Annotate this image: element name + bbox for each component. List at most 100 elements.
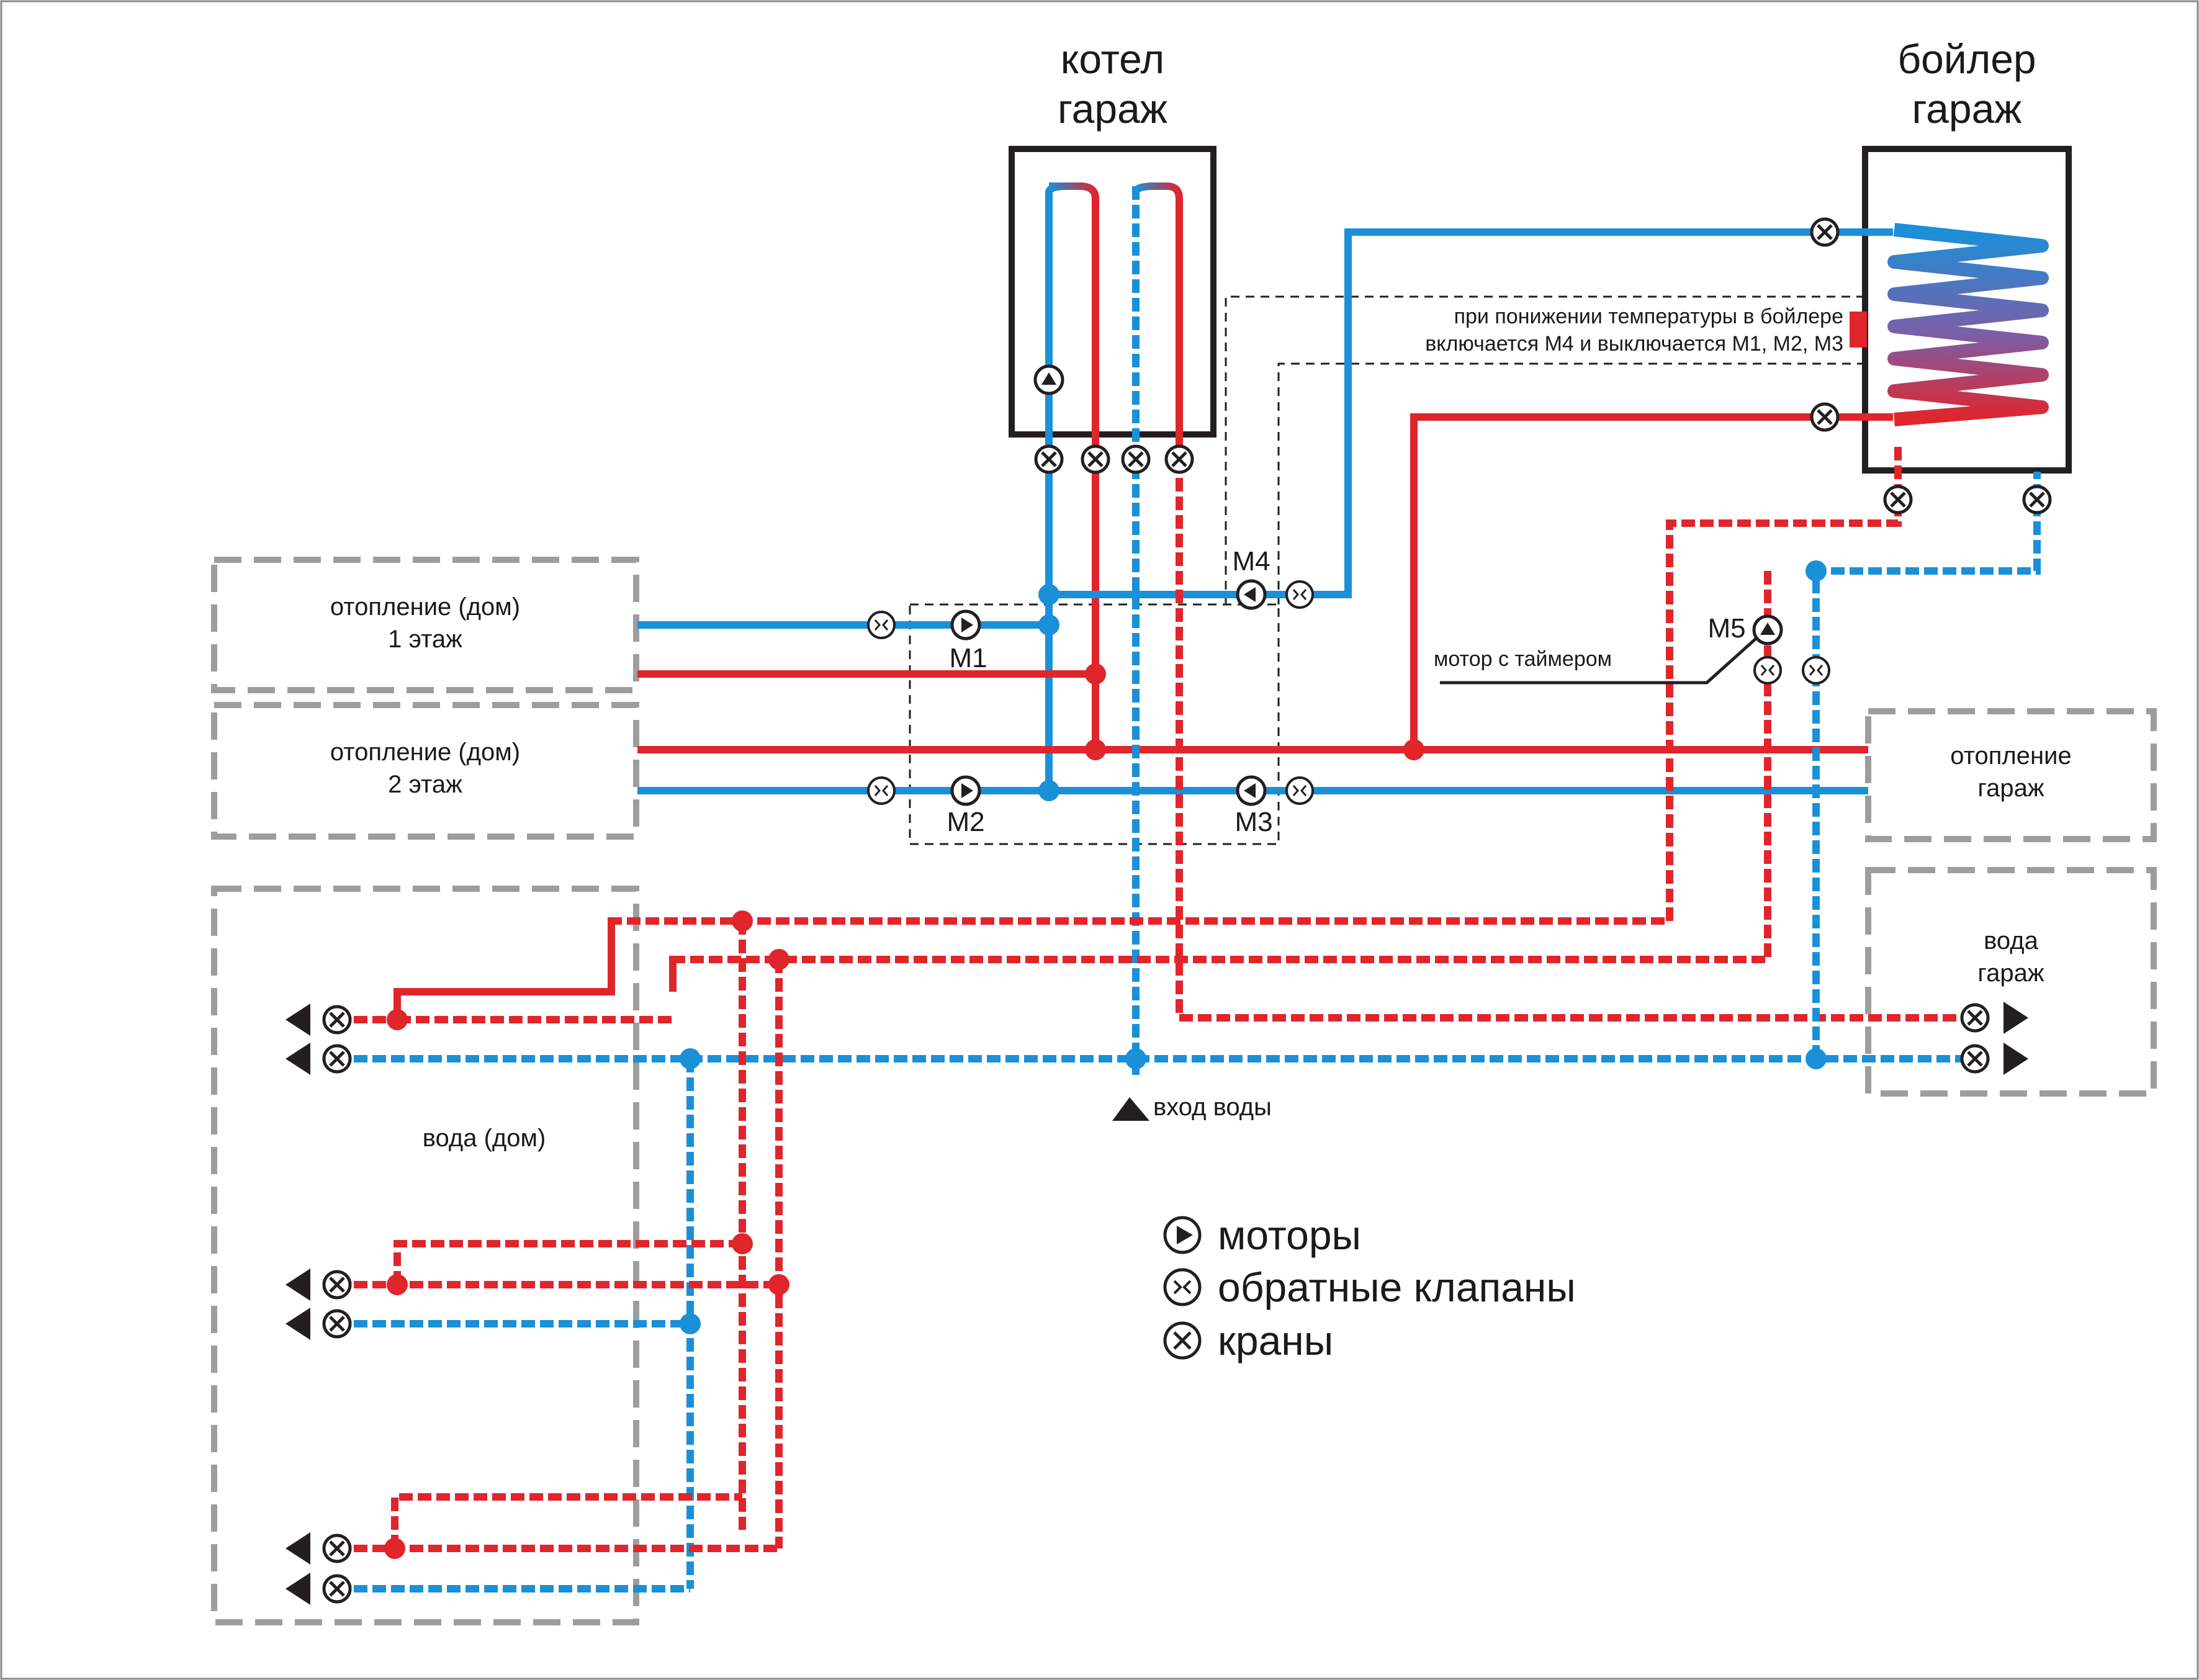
- valve-icon[interactable]: [322, 1309, 352, 1339]
- junction-dot: [387, 1274, 408, 1295]
- motor-icon[interactable]: [1752, 614, 1783, 645]
- motor-icon: [1163, 1216, 1202, 1254]
- junction-dot: [1038, 584, 1059, 605]
- hot-water-garage-line: [1176, 459, 1974, 1022]
- motor-m4-label: М4: [1232, 546, 1270, 577]
- junction-dot: [768, 1274, 789, 1295]
- zone-box-garage-water: [1865, 867, 2157, 1097]
- valves: [322, 217, 2052, 1604]
- tap3-hot-link: [391, 1493, 742, 1548]
- valve-icon[interactable]: [322, 1574, 352, 1604]
- check-valves: [867, 580, 1830, 805]
- valve-icon[interactable]: [322, 1005, 352, 1035]
- motor-icon[interactable]: [1033, 364, 1064, 395]
- tap-outlet-icon: [2003, 1002, 2028, 1034]
- zone-boxes: [211, 557, 2157, 1625]
- check-valve-icon: [1285, 776, 1314, 805]
- boiler-temp-note-line2: включается М4 и выключается М1, М2, М3: [1425, 332, 1843, 356]
- sensor-line-inner: [1277, 362, 1869, 604]
- junction-dot: [384, 1538, 405, 1559]
- zone-floor2-label: отопление (дом) 2 этаж: [217, 736, 633, 801]
- zone-floor1-line2: 1 этаж: [388, 626, 462, 653]
- zone-floor2-line2: 2 этаж: [388, 771, 462, 798]
- motor-m5-label: М5: [1707, 613, 1746, 644]
- boiler-title: котел гараж: [1018, 34, 1207, 133]
- valve-icon[interactable]: [1810, 402, 1840, 432]
- check-valve-icon: [867, 611, 896, 639]
- valve-icon[interactable]: [322, 1534, 352, 1563]
- zone-garage-water-label: вода гараж: [1869, 925, 2152, 989]
- valve-icon[interactable]: [1960, 1003, 1990, 1033]
- boiler-tube-cap-1: [1048, 182, 1099, 199]
- motor-m1-label: М1: [949, 643, 987, 673]
- zone-house-water-label: вода (дом): [422, 1125, 546, 1152]
- junction-dot: [1038, 614, 1059, 636]
- valve-icon[interactable]: [1121, 444, 1151, 474]
- tap-outlet-icon: [2003, 1043, 2028, 1075]
- junction-dot: [1806, 1048, 1827, 1069]
- zone-box-garage-heating: [1865, 708, 2157, 842]
- valve-icon[interactable]: [1164, 444, 1194, 474]
- valve-icon[interactable]: [1034, 444, 1064, 474]
- zone-garage-heating-line1: отопление: [1950, 742, 2072, 770]
- motor-icon[interactable]: [950, 775, 981, 806]
- motor-icon[interactable]: [1236, 579, 1267, 610]
- water-inlet-label: вход воды: [1153, 1094, 1272, 1121]
- valve-icon[interactable]: [322, 1270, 352, 1300]
- water-inlet-arrow-icon: [1112, 1097, 1149, 1121]
- junction-dot: [680, 1313, 701, 1334]
- recirculation-line: [669, 571, 1771, 992]
- check-valve-icon: [1802, 656, 1830, 685]
- junction-dot: [732, 1233, 753, 1254]
- junction-dot: [1806, 560, 1827, 582]
- zone-floor1-label: отопление (дом) 1 этаж: [217, 591, 633, 655]
- tank-title: бойлер гараж: [1865, 34, 2069, 133]
- tank-hot-out-line: [393, 447, 1902, 1020]
- check-valve-icon: [1285, 580, 1314, 609]
- boiler-title-line1: котел: [1060, 36, 1165, 82]
- tank-title-line1: бойлер: [1897, 36, 2036, 82]
- zone-floor1-line1: отопление (дом): [330, 593, 521, 621]
- valve-icon[interactable]: [2022, 485, 2052, 514]
- heating-pipes: [637, 182, 1893, 794]
- tank-coil-return-pipe: [1410, 413, 1893, 750]
- tap2-hot-link: [393, 1240, 742, 1285]
- valve-icon[interactable]: [322, 1044, 352, 1074]
- valve-icon[interactable]: [1960, 1044, 1990, 1074]
- valve-icon[interactable]: [1810, 217, 1840, 247]
- motor-icon[interactable]: [950, 609, 981, 640]
- tap-outlet-icon: [286, 1573, 310, 1605]
- legend-motors: моторы: [1161, 1210, 1361, 1260]
- timer-motor-note: мотор с таймером: [1434, 647, 1612, 671]
- temperature-sensor: [1850, 312, 1867, 348]
- tap-outlet-icon: [286, 1004, 310, 1036]
- junction-dot: [1085, 739, 1106, 760]
- junction-dot: [1125, 1048, 1146, 1069]
- tap-outlet-icon: [286, 1532, 310, 1565]
- junction-dot: [1085, 663, 1106, 685]
- tank-coil-feed-pipe: [1049, 228, 1893, 598]
- motor-m2-label: М2: [947, 807, 985, 837]
- boiler-temp-note-line1: при понижении температуры в бойлере: [1454, 305, 1843, 328]
- check-valve-icon: [1753, 656, 1782, 685]
- junctions: [384, 560, 1827, 1559]
- legend-check-valves: обратные клапаны: [1161, 1262, 1576, 1312]
- motors: [950, 364, 1783, 806]
- valve-icon[interactable]: [1081, 444, 1110, 474]
- zone-garage-water-line2: гараж: [1977, 959, 2044, 987]
- tap1-hot-link: [393, 988, 611, 1020]
- motor-icon[interactable]: [1236, 775, 1267, 806]
- zone-box-floor2: [211, 702, 639, 840]
- junction-dot: [1403, 739, 1424, 760]
- zone-floor2-line1: отопление (дом): [330, 739, 521, 766]
- water-pipes: [335, 186, 2041, 1592]
- junction-dot: [768, 949, 789, 970]
- legend-motors-label: моторы: [1218, 1212, 1361, 1258]
- legend-valves: краны: [1161, 1316, 1333, 1365]
- tank-coil: [1887, 223, 2049, 426]
- zone-garage-heating-line2: гараж: [1977, 775, 2044, 802]
- zone-box-house-water: [211, 886, 639, 1625]
- valve-icon[interactable]: [1883, 485, 1913, 514]
- motor-m3-label: М3: [1234, 807, 1273, 837]
